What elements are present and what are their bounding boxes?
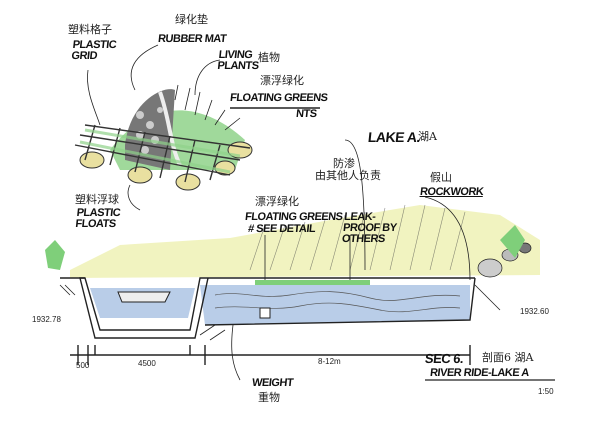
water-waves [214, 291, 461, 313]
plants [45, 225, 525, 270]
rubber-mat-cn: 绿化垫 [175, 13, 208, 26]
plastic-grid-cn: 塑料格子 [68, 23, 112, 36]
nts-label: NTS [295, 108, 318, 120]
leakproof-en: LEAK-PROOF BY OTHERS [341, 211, 397, 245]
see-detail: # SEE DETAIL [247, 223, 316, 235]
greens-strip [255, 280, 370, 285]
weight-en: WEIGHT [251, 377, 294, 389]
lake-water [200, 285, 470, 325]
dimension-4500: 4500 [138, 359, 156, 368]
rubber-mat-en: RUBBER MAT [157, 33, 227, 45]
scale-label: 1:50 [538, 387, 554, 396]
section-title-cn: 剖面6 湖A [482, 351, 534, 364]
plastic-floats-cn: 塑料浮球 [75, 193, 119, 206]
ground-hatch [59, 284, 501, 341]
boat [117, 291, 171, 303]
weight-block [259, 307, 271, 319]
rockwork-en: ROCKWORK [419, 186, 484, 198]
rockwork-cn: 假山 [430, 171, 452, 184]
dimension-8-12m: 8-12m [318, 357, 341, 366]
background-wash [70, 205, 540, 278]
leader-lines [87, 44, 471, 381]
plastic-floats-en: PLASTIC FLOATS [74, 207, 121, 230]
leakproof-cn-2: 由其他人负责 [315, 169, 381, 182]
section-floating-greens-cn: 漂浮绿化 [255, 195, 299, 208]
living-plants-en: LIVING PLANTS [216, 49, 260, 72]
weight-cn: 重物 [258, 391, 280, 404]
floating-greens-en: FLOATING GREENS [229, 92, 329, 104]
floating-greens-detail [74, 84, 253, 191]
section-floating-greens-en: FLOATING GREENS [244, 211, 344, 223]
living-plants-cn: 植物 [258, 51, 280, 64]
elevation-right: 1932.60 [520, 307, 549, 316]
lake-label: LAKE A. [367, 129, 421, 145]
elevation-left: 1932.78 [32, 315, 61, 324]
section-number: SEC 6. [424, 351, 464, 366]
leakproof-cn-1: 防渗 [333, 157, 355, 170]
lake-label-cn: 湖A [418, 130, 437, 143]
dimension-500: 500 [76, 361, 90, 370]
section-outline [60, 277, 476, 365]
hatching [249, 204, 466, 271]
floating-greens-cn: 漂浮绿化 [260, 74, 304, 87]
plastic-grid-en: PLASTIC GRID [70, 39, 117, 62]
section-title: RIVER RIDE-LAKE A [429, 367, 530, 379]
